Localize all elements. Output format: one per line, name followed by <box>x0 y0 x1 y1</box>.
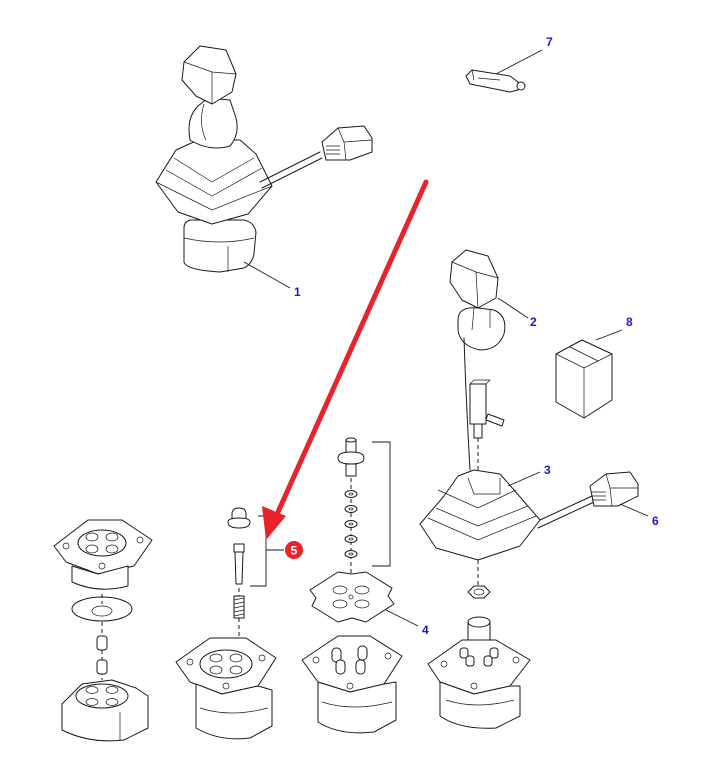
callout-8[interactable]: 8 <box>626 315 633 329</box>
callout-1[interactable]: 1 <box>294 285 301 299</box>
spring <box>233 595 245 619</box>
middle-base-assembly[interactable] <box>301 635 403 734</box>
part-3-rubber-boot[interactable] <box>419 469 595 561</box>
leader-line-8 <box>595 329 623 341</box>
callout-3[interactable]: 3 <box>544 463 551 477</box>
leader-line-4 <box>385 609 419 627</box>
part-4-plunger-kit[interactable] <box>309 437 395 623</box>
left-exploded-assembly[interactable] <box>53 519 153 742</box>
part-7-grease-tube[interactable] <box>465 69 526 93</box>
part-8-kit-box[interactable] <box>555 339 613 419</box>
highlight-arrow <box>262 179 429 540</box>
callout-2[interactable]: 2 <box>530 315 537 329</box>
leader-line-1 <box>243 261 291 289</box>
right-base-assembly[interactable] <box>427 560 531 729</box>
callout-6[interactable]: 6 <box>652 514 659 528</box>
leader-line-3 <box>507 471 541 487</box>
callout-5: 5 <box>291 544 298 558</box>
leader-line-6 <box>619 503 649 517</box>
part-1-joystick-assembly[interactable] <box>155 45 373 273</box>
leader-line-2 <box>497 297 529 319</box>
part-6-electrical-connector[interactable] <box>589 471 639 507</box>
callout-7[interactable]: 7 <box>546 35 553 49</box>
part-5-plunger-pin-kit[interactable] <box>227 507 284 650</box>
washer-stack <box>344 490 358 558</box>
highlight-marker-5[interactable]: 5 <box>285 541 303 559</box>
left-middle-base-assembly[interactable] <box>175 637 277 740</box>
leader-line-7 <box>495 49 543 75</box>
part-2-joystick-handle[interactable] <box>449 249 506 471</box>
callout-4[interactable]: 4 <box>422 623 429 637</box>
